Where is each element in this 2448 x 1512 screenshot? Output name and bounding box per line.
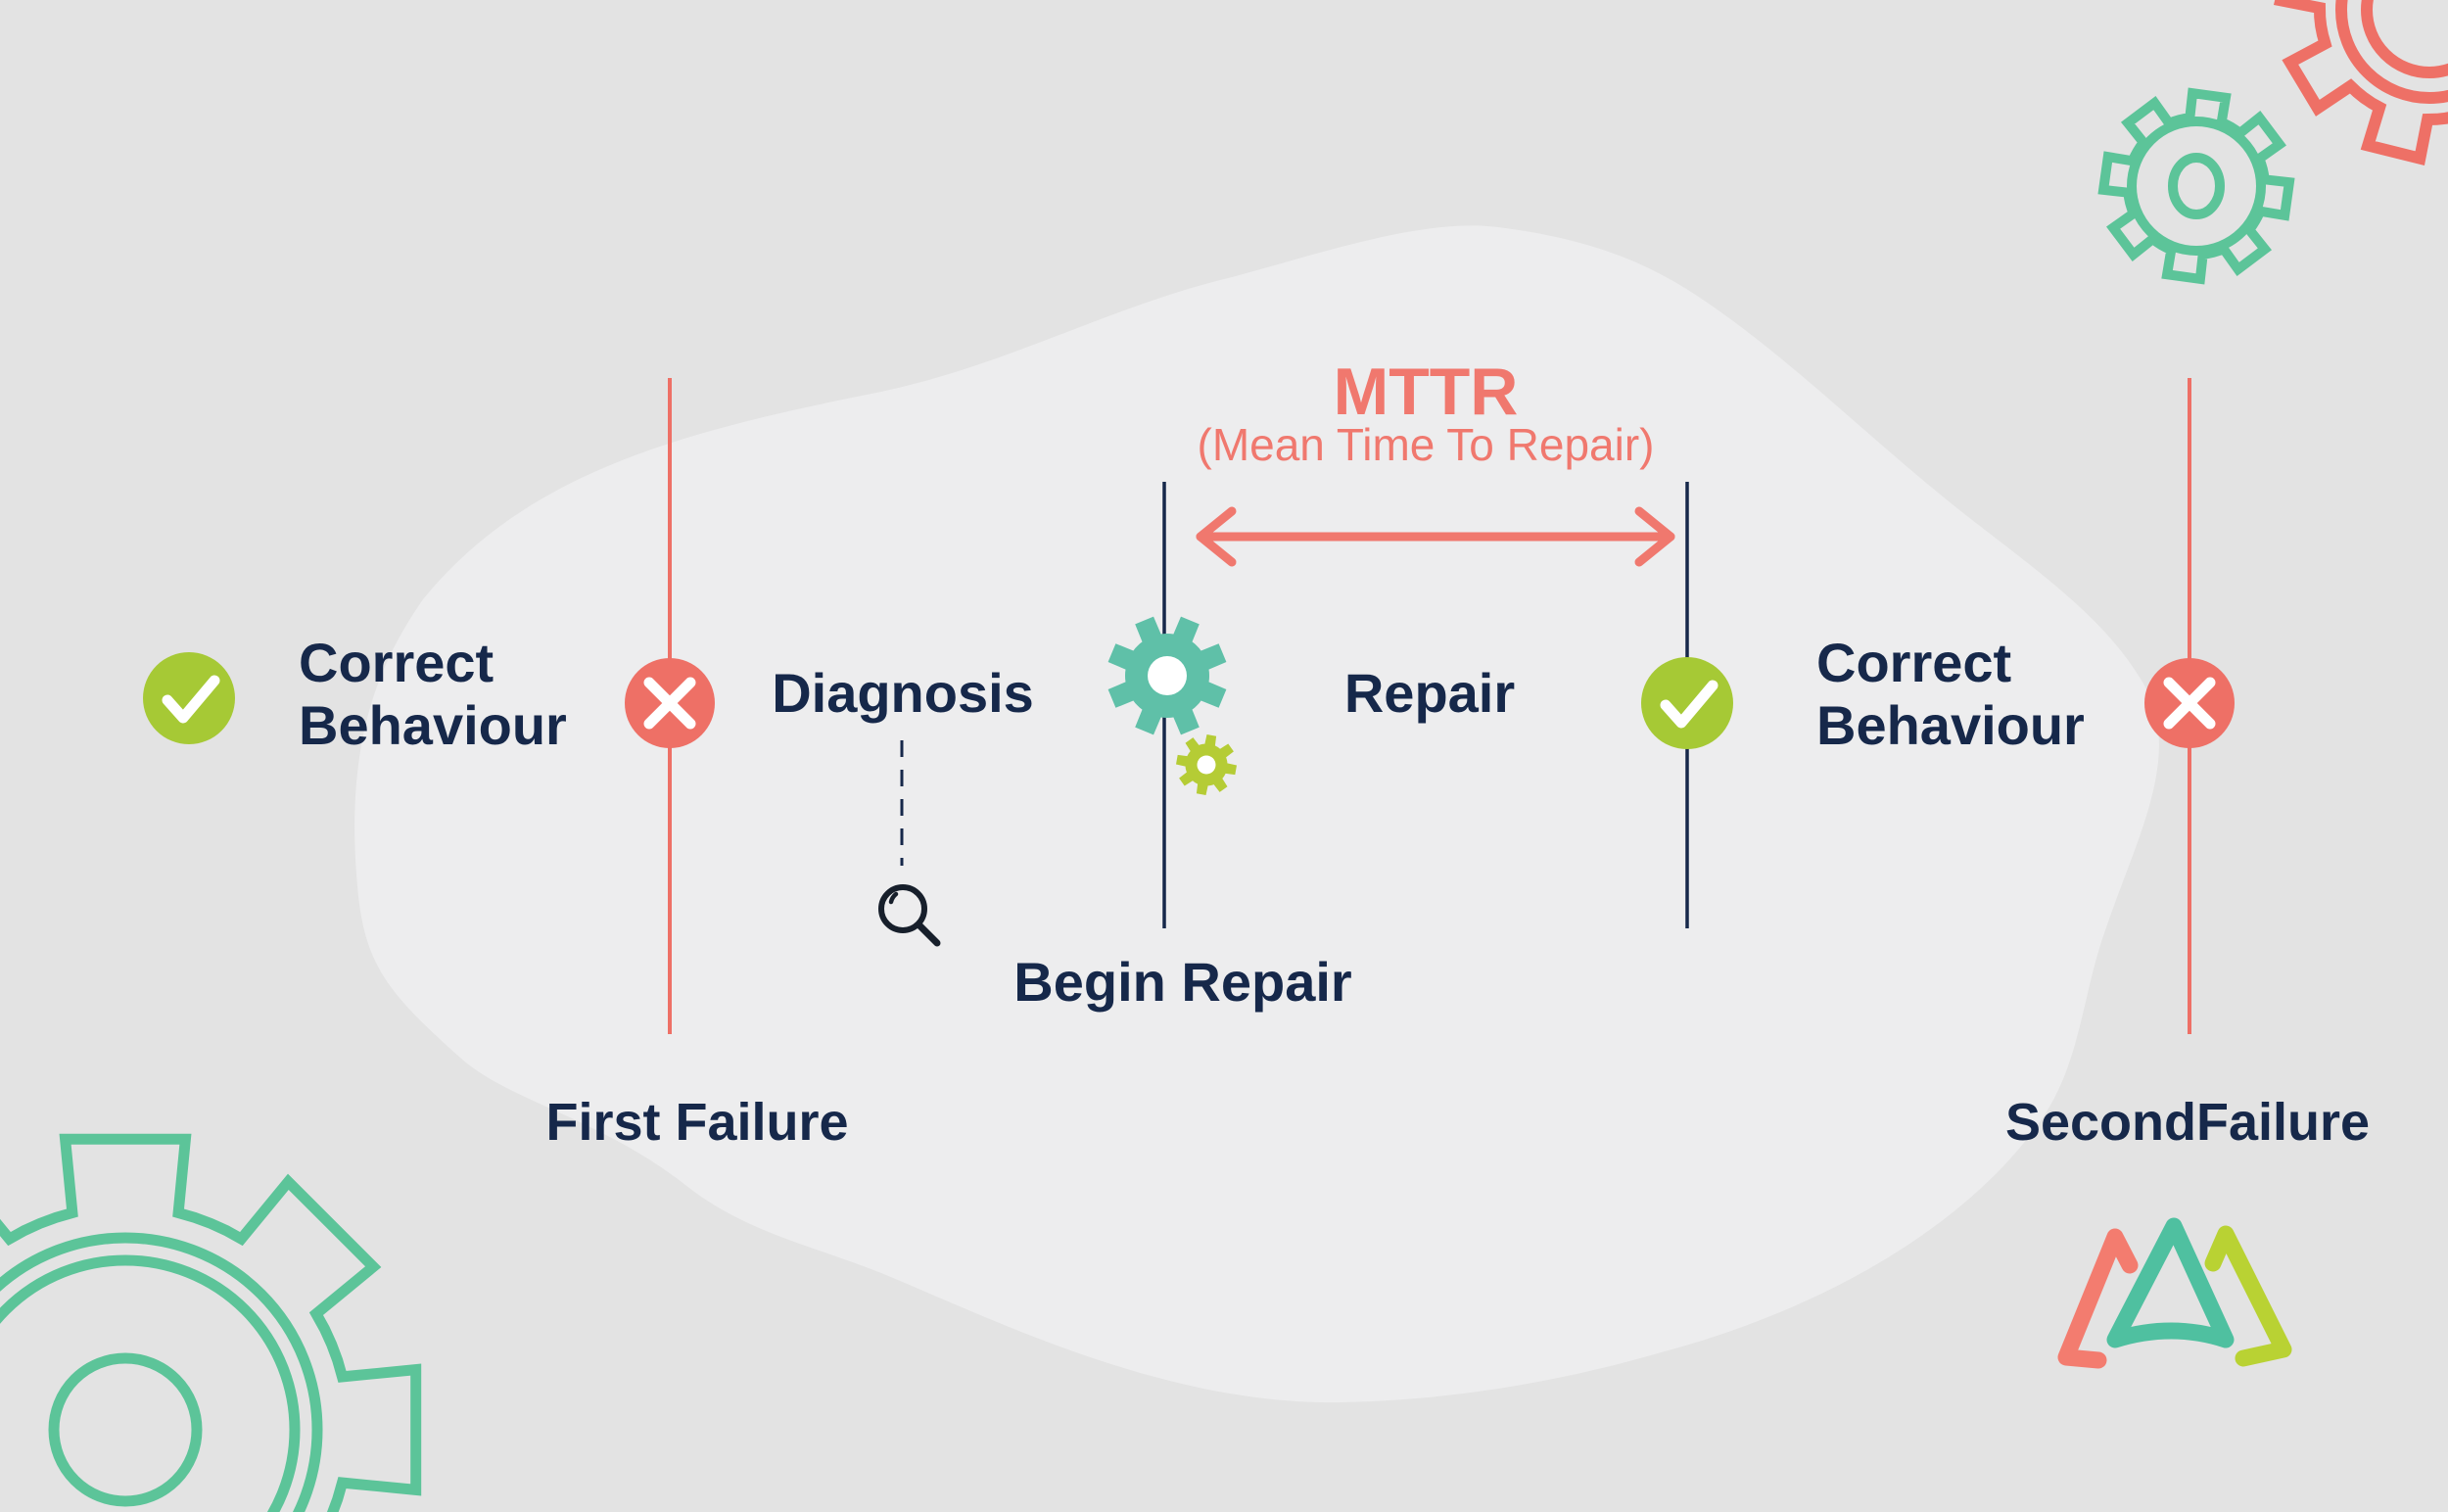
correct-behaviour-right-badge xyxy=(1641,657,1733,749)
check-circle xyxy=(143,652,235,744)
check-circle xyxy=(1641,657,1733,749)
correct-behaviour-left-badge xyxy=(143,652,235,744)
repair-label: Repair xyxy=(1343,662,1516,724)
check-icon xyxy=(1660,680,1718,729)
gear-outline-teal-large-icon xyxy=(0,1133,422,1512)
decor-gear-bottom-left xyxy=(0,1133,422,1512)
gear-hub xyxy=(1148,656,1187,695)
mttr-title: MTTR xyxy=(1333,354,1519,429)
gear-hub-ring xyxy=(2168,153,2225,219)
gear-hub xyxy=(1197,755,1216,775)
mttr-subtitle: (Mean Time To Repair) xyxy=(1197,419,1655,470)
gear-ring xyxy=(2361,0,2448,78)
cross-icon xyxy=(2163,677,2216,730)
cross-icon xyxy=(643,677,696,730)
gear-ring xyxy=(2127,117,2266,256)
correct-behaviour-right-label: Correct Behaviour xyxy=(1816,632,2085,756)
first-failure-badge xyxy=(625,658,715,748)
logo-coral-stroke xyxy=(2057,1228,2139,1369)
gear-outline-coral-icon xyxy=(2273,0,2448,166)
mttr-span-arrow xyxy=(1196,506,1675,567)
gear-ring xyxy=(2335,0,2448,104)
gear-ring xyxy=(0,1232,323,1512)
correct-behaviour-left-label: Correct Behaviour xyxy=(299,632,567,756)
logo-green-stroke xyxy=(2204,1225,2292,1367)
logo-teal-stroke xyxy=(2106,1217,2235,1348)
diagnosis-label: Diagnosis xyxy=(772,662,1034,724)
second-failure-label: SecondFailure xyxy=(2004,1093,2371,1152)
magnifier-icon xyxy=(878,884,941,947)
check-icon xyxy=(162,675,220,724)
second-failure-badge xyxy=(2144,658,2235,748)
repair-gears xyxy=(1107,616,1237,795)
background-blob xyxy=(354,225,2159,1403)
brand-logo xyxy=(2057,1217,2292,1369)
gear-hub-ring xyxy=(48,1352,203,1507)
begin-repair-label: Begin Repair xyxy=(1013,951,1352,1013)
decor-gears-top-right xyxy=(2097,0,2448,285)
first-failure-label: First Failure xyxy=(545,1093,849,1152)
gear-ring xyxy=(0,1254,301,1512)
